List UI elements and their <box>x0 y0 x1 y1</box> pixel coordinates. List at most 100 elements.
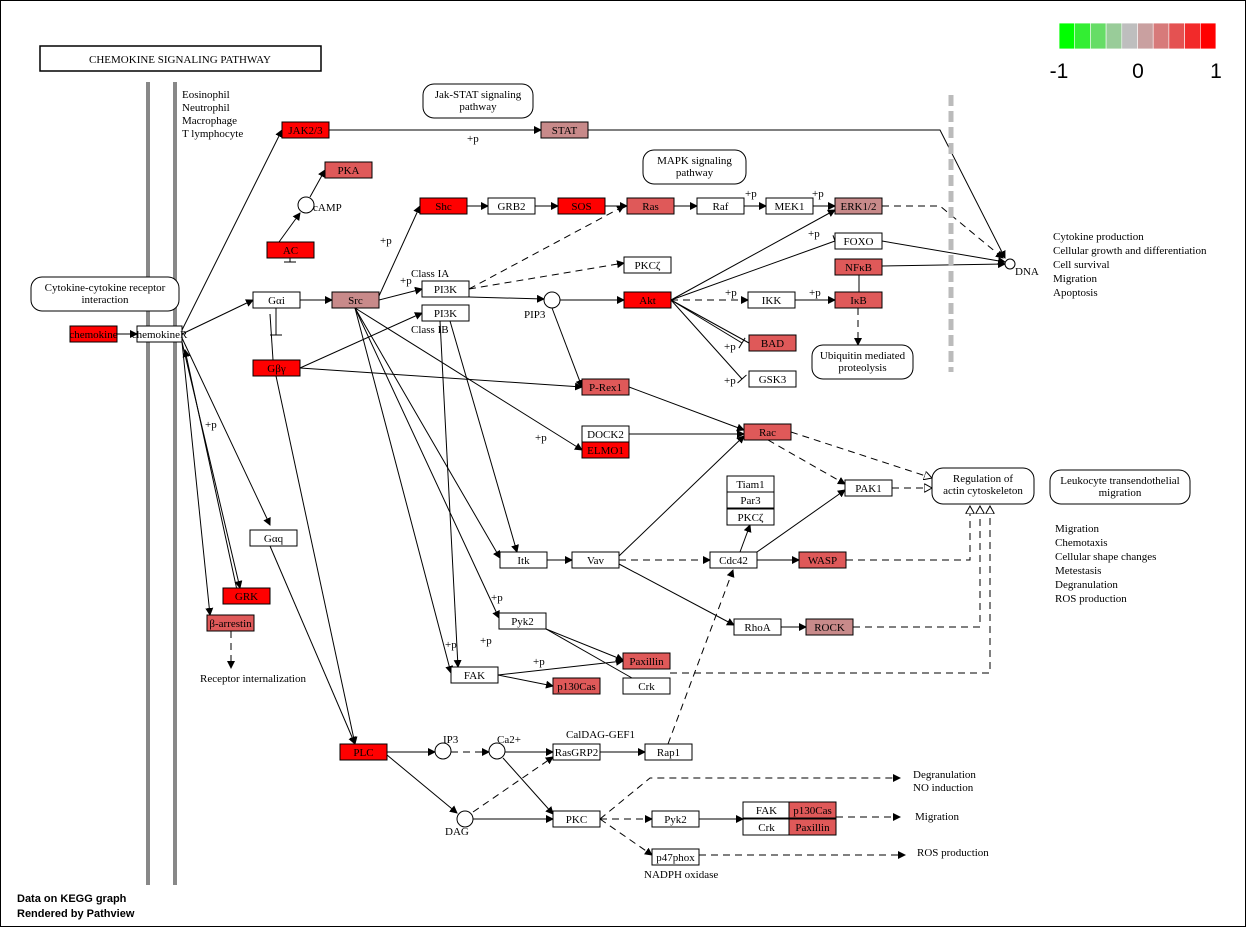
gene-box <box>324 161 373 179</box>
gene-node-pkcz2[interactable]: PKCζ <box>726 508 775 526</box>
gene-node-elmo1[interactable]: ELMO1 <box>581 441 630 459</box>
legend-label: 1 <box>1210 60 1222 83</box>
phosphorylation-label: +p <box>205 419 217 431</box>
compound-dag <box>456 810 474 828</box>
edge <box>846 506 970 561</box>
text-ip3: IP3 <box>443 734 459 746</box>
gene-node-dock2[interactable]: DOCK2 <box>581 425 630 443</box>
edge <box>756 489 846 553</box>
gene-node-jak[interactable]: JAK2/3 <box>281 121 330 139</box>
gene-node-ikk[interactable]: IKK <box>747 291 796 309</box>
gene-node-paxillin2[interactable]: Paxillin <box>788 818 837 836</box>
gene-node-pkc[interactable]: PKC <box>552 810 601 828</box>
gene-box <box>805 618 854 636</box>
gene-node-rap1[interactable]: Rap1 <box>644 743 693 761</box>
edge <box>767 439 846 485</box>
pathway-label: Leukocyte transendothelial <box>1060 475 1179 487</box>
gene-node-raf[interactable]: Raf <box>696 197 745 215</box>
gene-node-crk[interactable]: Crk <box>622 677 671 695</box>
gene-box <box>206 614 255 632</box>
gene-node-src[interactable]: Src <box>331 291 380 309</box>
phosphorylation-label: +p <box>491 592 503 604</box>
text-actin_out: Cellular shape changes <box>1055 551 1156 563</box>
inhibition-bar <box>738 337 746 349</box>
gene-node-crk2[interactable]: Crk <box>742 818 791 836</box>
gene-node-rock[interactable]: ROCK <box>805 618 854 636</box>
gene-node-fak[interactable]: FAK <box>450 666 499 684</box>
gene-node-nfkb[interactable]: NFκB <box>834 258 883 276</box>
gene-label: PI3K <box>434 308 457 320</box>
gene-node-fak2[interactable]: FAK <box>742 801 791 819</box>
legend-swatch <box>1137 22 1154 50</box>
gene-node-pkcz[interactable]: PKCζ <box>623 256 672 274</box>
gene-node-mek1[interactable]: MEK1 <box>765 197 814 215</box>
gene-node-vav[interactable]: Vav <box>571 551 620 569</box>
gene-node-gaq[interactable]: Gαq <box>249 529 298 547</box>
pathway-label: MAPK signaling <box>657 155 732 167</box>
gene-node-pka[interactable]: PKA <box>324 161 373 179</box>
gene-node-foxo[interactable]: FOXO <box>834 232 883 250</box>
gene-node-plc[interactable]: PLC <box>339 743 388 761</box>
gene-node-erk[interactable]: ERK1/2 <box>834 197 883 215</box>
gene-node-pi3k1[interactable]: PI3K <box>421 280 470 298</box>
gene-node-stat[interactable]: STAT <box>540 121 589 139</box>
gene-label: p47phox <box>656 852 695 864</box>
phosphorylation-label: +p <box>467 133 479 145</box>
text-caldag: CalDAG-GEF1 <box>566 729 635 741</box>
gene-node-gby[interactable]: Gβγ <box>252 359 301 377</box>
gene-node-akt[interactable]: Akt <box>623 291 672 309</box>
gene-node-paxillin[interactable]: Paxillin <box>622 652 671 670</box>
gene-node-itk[interactable]: Itk <box>499 551 548 569</box>
gene-node-ac[interactable]: AC <box>266 241 315 259</box>
compound-camp <box>297 196 315 214</box>
diagram-title: CHEMOKINE SIGNALING PATHWAY <box>89 54 271 66</box>
gene-node-p130b[interactable]: p130Cas <box>788 801 837 819</box>
gene-node-pyk2b[interactable]: Pyk2 <box>651 810 700 828</box>
text-migration2: Migration <box>915 811 959 823</box>
gene-node-tiam1[interactable]: Tiam1 <box>726 475 775 493</box>
text-outcomes: Cellular growth and differentiation <box>1053 245 1207 257</box>
gene-node-p130[interactable]: p130Cas <box>552 677 601 695</box>
gene-label: Cdc42 <box>719 555 748 567</box>
edge <box>439 320 462 668</box>
gene-node-cdc42[interactable]: Cdc42 <box>709 551 758 569</box>
gene-node-shc[interactable]: Shc <box>419 197 468 215</box>
gene-node-ikb[interactable]: IκB <box>834 291 883 309</box>
gene-node-rasgrp2[interactable]: RasGRP2 <box>552 743 601 761</box>
gene-node-ras[interactable]: Ras <box>626 197 675 215</box>
gene-node-barr[interactable]: β-arrestin <box>206 614 255 632</box>
gene-node-rhoa[interactable]: RhoA <box>733 618 782 636</box>
gene-label: ELMO1 <box>587 445 624 457</box>
gene-node-gai[interactable]: Gαi <box>252 291 301 309</box>
gene-node-sos[interactable]: SOS <box>557 197 606 215</box>
edge <box>181 341 214 616</box>
gene-node-bad[interactable]: BAD <box>748 334 797 352</box>
gene-node-chemokineR[interactable]: chemokineR <box>132 325 188 343</box>
text-pip3: PIP3 <box>524 309 546 321</box>
edge <box>882 205 1004 259</box>
text-classIB: Class IB <box>411 324 449 336</box>
gene-node-pyk2a[interactable]: Pyk2 <box>498 612 547 630</box>
gene-node-rac[interactable]: Rac <box>743 423 792 441</box>
gene-node-pak1[interactable]: PAK1 <box>844 479 893 497</box>
gene-node-par3[interactable]: Par3 <box>726 491 775 509</box>
gene-node-prex1[interactable]: P-Rex1 <box>581 378 630 396</box>
gene-node-gsk3[interactable]: GSK3 <box>748 370 797 388</box>
gene-node-chemokine[interactable]: chemokine <box>69 325 118 343</box>
edge <box>309 169 326 198</box>
edge <box>278 212 301 243</box>
text-actin_out: Migration <box>1055 523 1099 535</box>
gene-box <box>571 551 620 569</box>
gene-node-pi3k2[interactable]: PI3K <box>421 304 470 322</box>
gene-node-grb2[interactable]: GRB2 <box>487 197 536 215</box>
gene-node-p47[interactable]: p47phox <box>651 848 700 866</box>
text-cells: Eosinophil <box>182 89 230 101</box>
gene-node-grk[interactable]: GRK <box>222 587 271 605</box>
gene-node-wasp[interactable]: WASP <box>798 551 847 569</box>
